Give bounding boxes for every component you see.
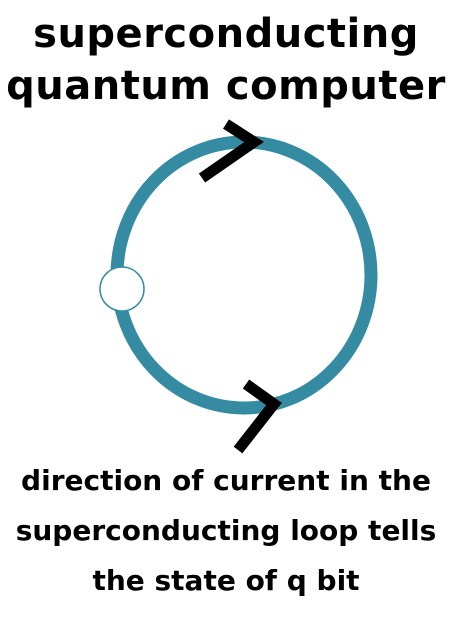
diagram-caption: direction of current in the superconduct… — [0, 456, 452, 606]
title-line-2: quantum computer — [6, 63, 446, 109]
caption-line-3: the state of q bit — [92, 564, 360, 597]
caption-line-1: direction of current in the — [21, 464, 431, 497]
caption-line-2: superconducting loop tells — [15, 514, 437, 547]
page-title: superconducting quantum computer — [0, 8, 452, 112]
superconducting-loop — [110, 135, 378, 415]
josephson-junction-icon — [99, 266, 145, 312]
bottom-chevron-right-icon — [233, 379, 282, 454]
title-line-1: superconducting — [33, 11, 419, 57]
top-chevron-right-icon — [198, 119, 264, 183]
